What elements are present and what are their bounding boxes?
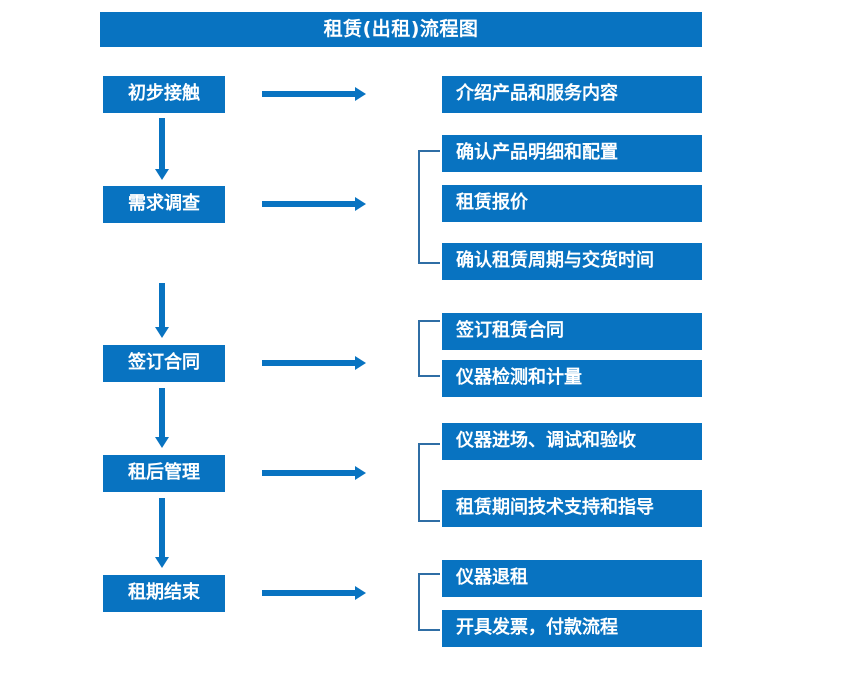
arrow-shaft bbox=[159, 498, 165, 558]
right-arrow-post-rental-management bbox=[262, 466, 366, 480]
arrow-shaft bbox=[262, 590, 355, 596]
detail-label: 租赁期间技术支持和指导 bbox=[456, 497, 654, 518]
stage-box-post-rental-management[interactable]: 租后管理 bbox=[103, 455, 225, 492]
right-arrow-initial-contact bbox=[262, 87, 366, 101]
detail-label: 仪器检测和计量 bbox=[456, 367, 582, 388]
detail-box-rental-period-end-2[interactable]: 开具发票，付款流程 bbox=[442, 610, 702, 647]
group-bracket-demand-survey bbox=[418, 150, 440, 264]
arrow-head bbox=[355, 356, 366, 370]
detail-box-sign-contract-1[interactable]: 签订租赁合同 bbox=[442, 313, 702, 350]
arrow-shaft bbox=[262, 201, 355, 207]
detail-box-sign-contract-2[interactable]: 仪器检测和计量 bbox=[442, 360, 702, 397]
detail-label: 介绍产品和服务内容 bbox=[456, 83, 618, 104]
detail-label: 租赁报价 bbox=[456, 192, 528, 213]
group-bracket-sign-contract bbox=[418, 320, 440, 377]
down-arrow-demand-survey bbox=[155, 283, 169, 338]
detail-box-demand-survey-2[interactable]: 租赁报价 bbox=[442, 185, 702, 222]
detail-label: 签订租赁合同 bbox=[456, 320, 564, 341]
down-arrow-sign-contract bbox=[155, 388, 169, 448]
stage-box-sign-contract[interactable]: 签订合同 bbox=[103, 345, 225, 382]
arrow-head bbox=[355, 87, 366, 101]
arrow-shaft bbox=[262, 360, 355, 366]
detail-box-rental-period-end-1[interactable]: 仪器退租 bbox=[442, 560, 702, 597]
arrow-head bbox=[355, 197, 366, 211]
arrow-head bbox=[155, 327, 169, 338]
arrow-shaft bbox=[159, 388, 165, 438]
flowchart-title: 租赁(出租)流程图 bbox=[100, 12, 702, 47]
right-arrow-rental-period-end bbox=[262, 586, 366, 600]
down-arrow-initial-contact bbox=[155, 118, 169, 180]
arrow-shaft bbox=[159, 118, 165, 170]
stage-label: 初步接触 bbox=[128, 83, 200, 104]
detail-box-initial-contact-1[interactable]: 介绍产品和服务内容 bbox=[442, 76, 702, 113]
stage-box-initial-contact[interactable]: 初步接触 bbox=[103, 76, 225, 113]
detail-label: 开具发票，付款流程 bbox=[456, 617, 618, 638]
group-bracket-rental-period-end bbox=[418, 573, 440, 631]
right-arrow-demand-survey bbox=[262, 197, 366, 211]
detail-box-post-rental-management-1[interactable]: 仪器进场、调试和验收 bbox=[442, 423, 702, 460]
detail-label: 仪器退租 bbox=[456, 567, 528, 588]
stage-box-demand-survey[interactable]: 需求调查 bbox=[103, 186, 225, 223]
arrow-head bbox=[355, 466, 366, 480]
stage-label: 租后管理 bbox=[128, 462, 200, 483]
arrow-shaft bbox=[159, 283, 165, 328]
stage-label: 签订合同 bbox=[128, 352, 200, 373]
arrow-head bbox=[355, 586, 366, 600]
stage-label: 需求调查 bbox=[128, 193, 200, 214]
detail-box-post-rental-management-2[interactable]: 租赁期间技术支持和指导 bbox=[442, 490, 702, 527]
arrow-shaft bbox=[262, 91, 355, 97]
arrow-head bbox=[155, 169, 169, 180]
detail-label: 确认产品明细和配置 bbox=[456, 142, 618, 163]
group-bracket-post-rental-management bbox=[418, 443, 440, 522]
detail-box-demand-survey-1[interactable]: 确认产品明细和配置 bbox=[442, 135, 702, 172]
stage-box-rental-period-end[interactable]: 租期结束 bbox=[103, 575, 225, 612]
down-arrow-post-rental-management bbox=[155, 498, 169, 568]
arrow-head bbox=[155, 557, 169, 568]
right-arrow-sign-contract bbox=[262, 356, 366, 370]
stage-label: 租期结束 bbox=[128, 582, 200, 603]
arrow-shaft bbox=[262, 470, 355, 476]
detail-label: 仪器进场、调试和验收 bbox=[456, 430, 636, 451]
detail-box-demand-survey-3[interactable]: 确认租赁周期与交货时间 bbox=[442, 243, 702, 280]
arrow-head bbox=[155, 437, 169, 448]
detail-label: 确认租赁周期与交货时间 bbox=[456, 250, 654, 271]
